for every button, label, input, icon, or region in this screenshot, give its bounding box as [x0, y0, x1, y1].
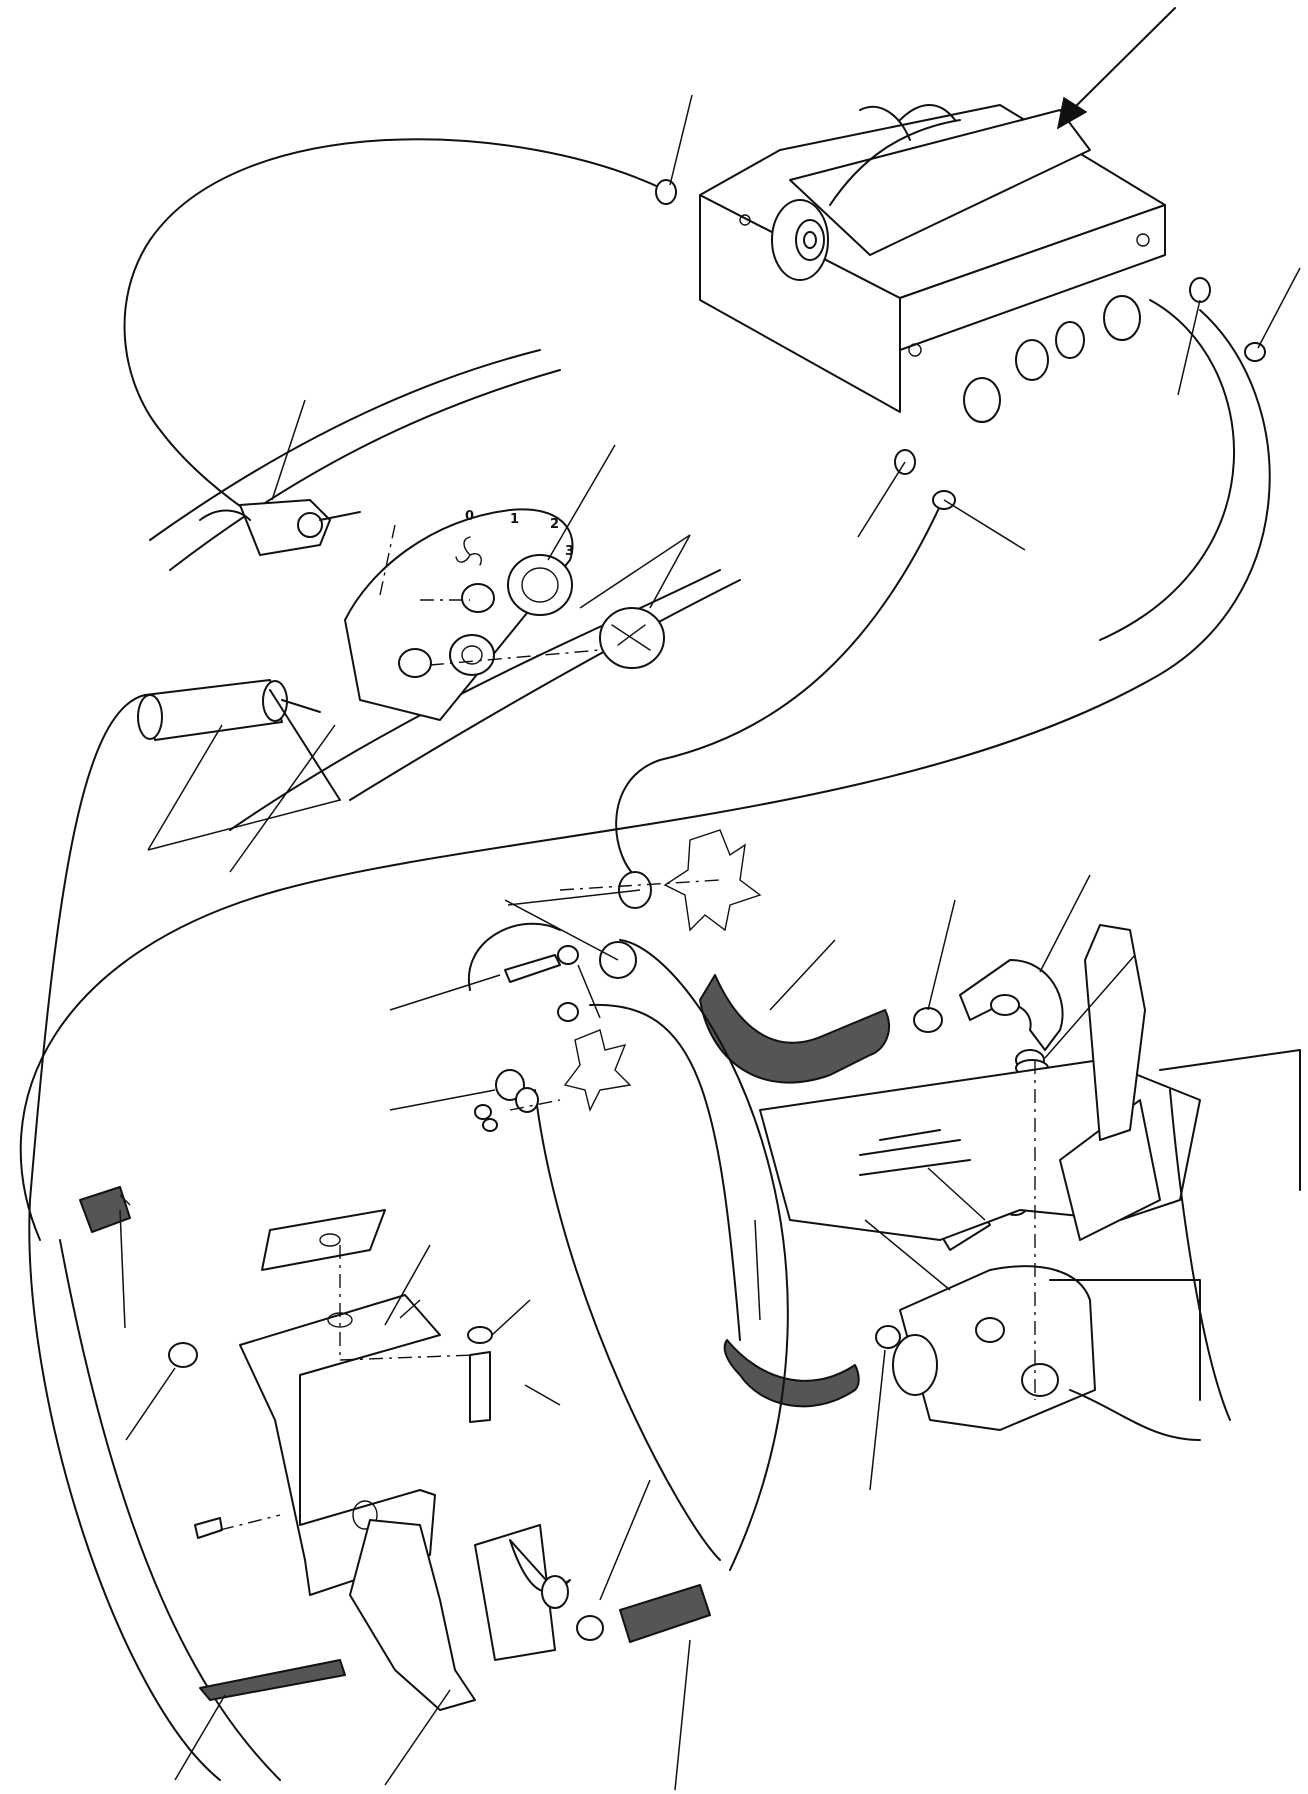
hose-clamps	[169, 1008, 942, 1640]
fan-switch-holder	[138, 680, 340, 800]
elbow-fitting	[960, 960, 1063, 1076]
break-symbols	[565, 830, 760, 1110]
wiring-harness	[21, 139, 1270, 1780]
mounting-bracket	[240, 1210, 440, 1595]
control-knobs	[380, 525, 664, 675]
callout-leaders	[120, 95, 1300, 1790]
bulkhead-fittings	[475, 872, 651, 1131]
dial-label-1: 1	[510, 512, 519, 527]
heater-switch	[200, 500, 360, 555]
heater-unit	[700, 105, 1165, 422]
grommets	[656, 180, 1265, 509]
fan-icon	[456, 537, 481, 565]
alignment-lines	[220, 880, 1035, 1530]
water-valve	[200, 1520, 570, 1710]
dial-label-2: 2	[550, 517, 559, 532]
engine-block	[760, 925, 1300, 1440]
coolant-hoses	[80, 924, 889, 1642]
bolts-and-washers	[195, 946, 578, 1538]
cab-panel-curves	[150, 350, 740, 830]
switch-panel-plate: 0 1 2 3	[345, 509, 574, 720]
heater-reference-arrow	[1058, 8, 1175, 128]
dial-label-3: 3	[565, 544, 574, 559]
dial-label-0: 0	[465, 509, 474, 524]
